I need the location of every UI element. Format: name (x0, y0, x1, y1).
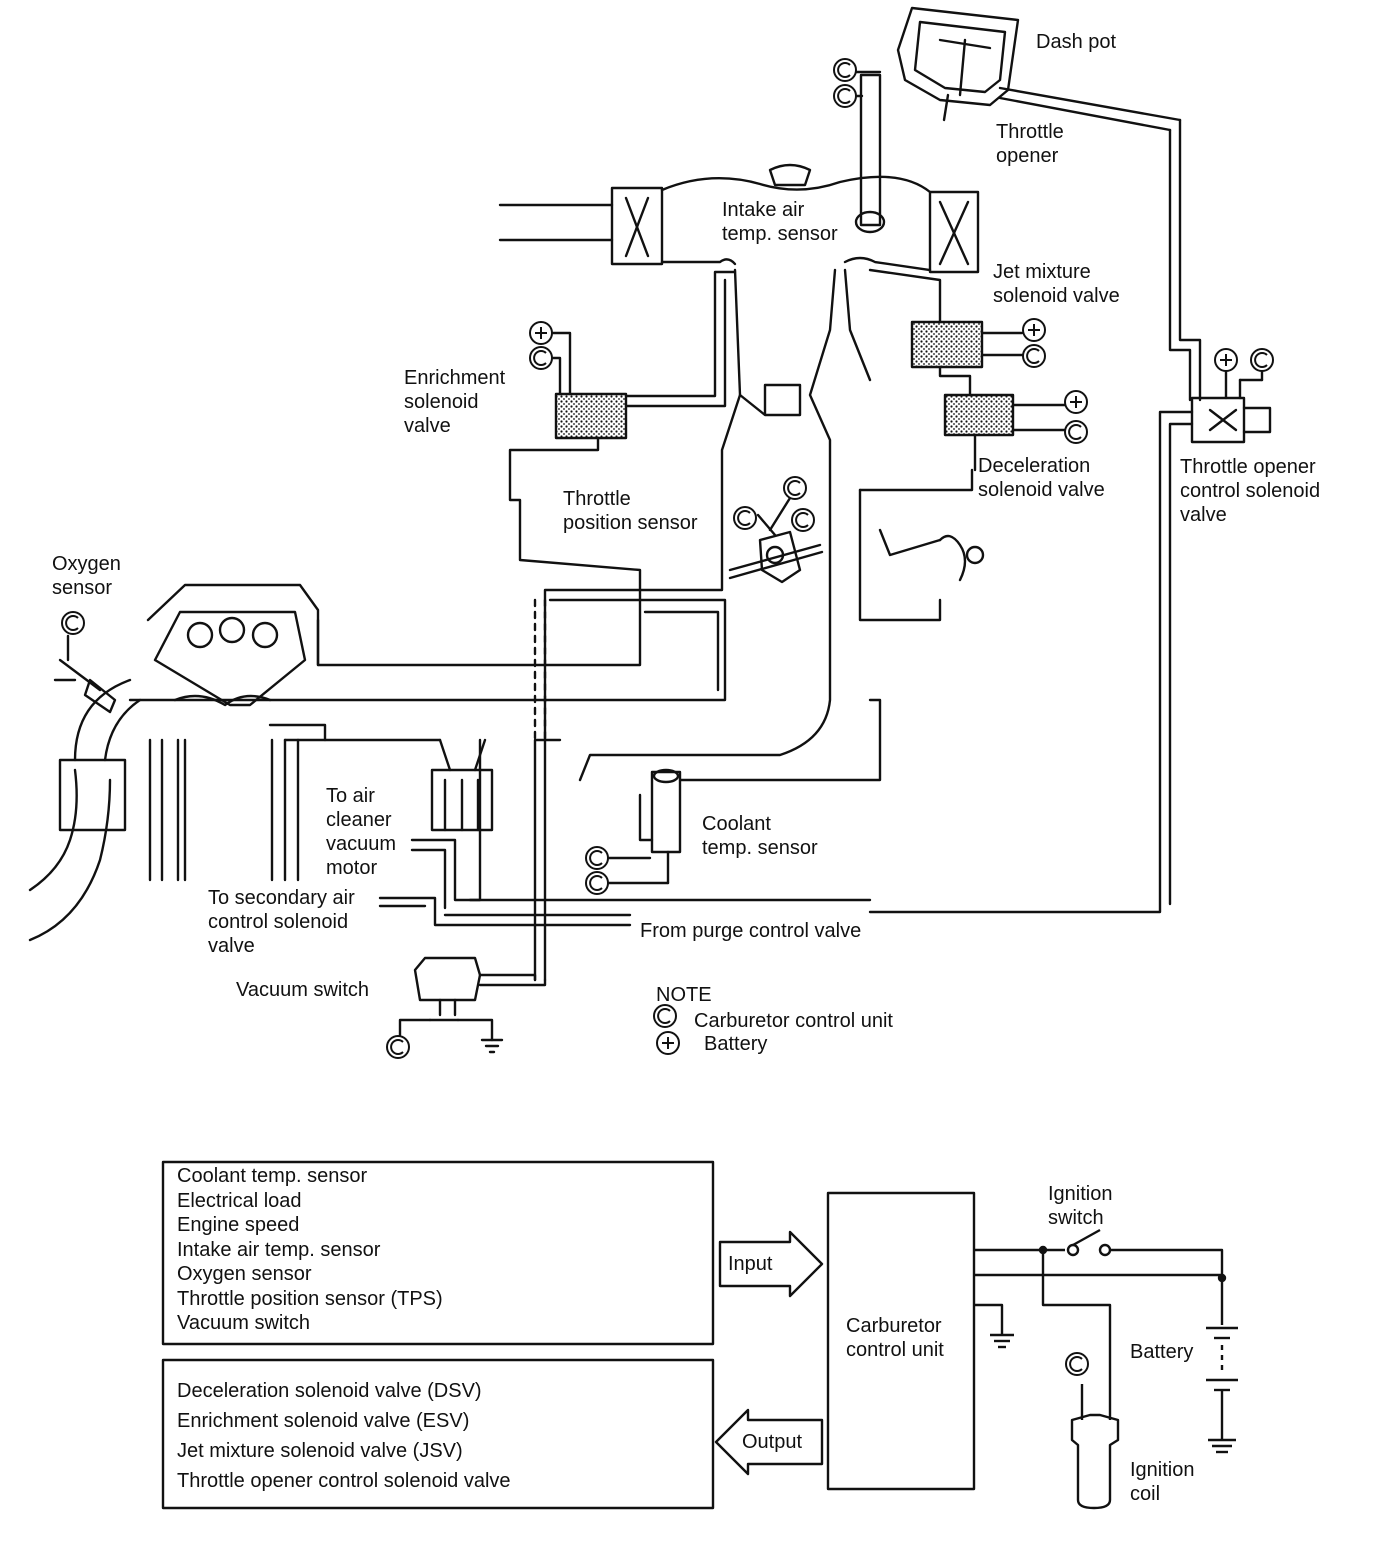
output-arrow (714, 1408, 824, 1476)
battery-label: Battery (1130, 1341, 1194, 1363)
label-throttle-position-sensor: Throttle position sensor (563, 488, 698, 534)
label-deceleration-solenoid-valve: Deceleration solenoid valve (978, 455, 1105, 501)
ignition-coil (1070, 1384, 1120, 1510)
carburetor-control-unit-box (826, 1191, 976, 1491)
air-cleaner-housing (498, 163, 980, 274)
input-item: Intake air temp. sensor (177, 1238, 381, 1261)
dash-pot (896, 6, 1182, 132)
input-item: Vacuum switch (177, 1312, 311, 1334)
coolant-temp-sensor (603, 768, 682, 885)
input-box (161, 1160, 715, 1346)
input-item: Electrical load (177, 1189, 302, 1212)
ignition-circuit (974, 1228, 1238, 1454)
label-throttle-opener-control-solenoid-valve: Throttle opener control solenoid valve (1180, 456, 1321, 526)
label-throttle-opener: Throttle opener (996, 121, 1064, 167)
label-vacuum-switch: Vacuum switch (236, 979, 370, 1001)
deceleration-solenoid-valve (943, 393, 1067, 472)
throttle-opener-control-solenoid (868, 370, 1272, 914)
label-to-air-cleaner-vacuum-motor: To air cleaner vacuum motor (326, 785, 397, 879)
output-arrow-label: Output (742, 1431, 803, 1453)
vacuum-switch (398, 956, 547, 1054)
output-item: Enrichment solenoid valve (ESV) (177, 1410, 470, 1432)
label-jet-mixture-solenoid-valve: Jet mixture solenoid valve (993, 261, 1120, 307)
output-item: Throttle opener control solenoid valve (177, 1470, 511, 1492)
vacuum-ports (378, 738, 872, 927)
label-oxygen-sensor: Oxygen sensor (52, 553, 121, 599)
output-item: Jet mixture solenoid valve (JSV) (177, 1440, 463, 1462)
input-list: Coolant temp. sensor Electrical load Eng… (177, 1164, 443, 1336)
output-list: Deceleration solenoid valve (DSV) Enrich… (177, 1376, 511, 1496)
input-item: Throttle position sensor (TPS) (177, 1287, 443, 1310)
output-box (161, 1358, 715, 1510)
carburetor-body (543, 268, 985, 982)
input-item: Oxygen sensor (177, 1263, 312, 1285)
label-dash-pot: Dash pot (1036, 31, 1117, 53)
ignition-coil-label: Ignition coil (1130, 1459, 1195, 1505)
ignition-coil-c-symbol (1065, 1352, 1089, 1376)
note-title: NOTE (656, 984, 712, 1006)
jet-mixture-solenoid-valve (868, 268, 1024, 397)
enrichment-solenoid-valve (508, 270, 737, 592)
label-from-purge-control-valve: From purge control valve (640, 920, 862, 942)
throttle-position-sensor (728, 488, 824, 584)
output-item: Deceleration solenoid valve (DSV) (177, 1380, 482, 1402)
label-coolant-temp-sensor: Coolant temp. sensor (702, 813, 818, 859)
label-intake-air-temp-sensor: Intake air temp. sensor (722, 199, 838, 245)
label-to-secondary-air-control-solenoid-valve: To secondary air control solenoid valve (208, 887, 355, 957)
input-item: Coolant temp. sensor (177, 1165, 368, 1187)
input-item: Engine speed (177, 1214, 300, 1236)
input-arrow-label: Input (728, 1253, 773, 1275)
intake-manifold (146, 583, 442, 882)
input-arrow (718, 1230, 824, 1298)
throttle-opener-vacuum-line (1168, 118, 1202, 402)
ignition-switch-label: Ignition switch (1048, 1183, 1113, 1229)
control-unit-label: Carburetor control unit (846, 1315, 944, 1361)
exhaust-pipe (28, 634, 142, 942)
note-carburetor-control-unit: Carburetor control unit (694, 1010, 893, 1032)
label-enrichment-solenoid-valve: Enrichment solenoid valve (404, 367, 506, 437)
note-battery: Battery (704, 1033, 768, 1055)
